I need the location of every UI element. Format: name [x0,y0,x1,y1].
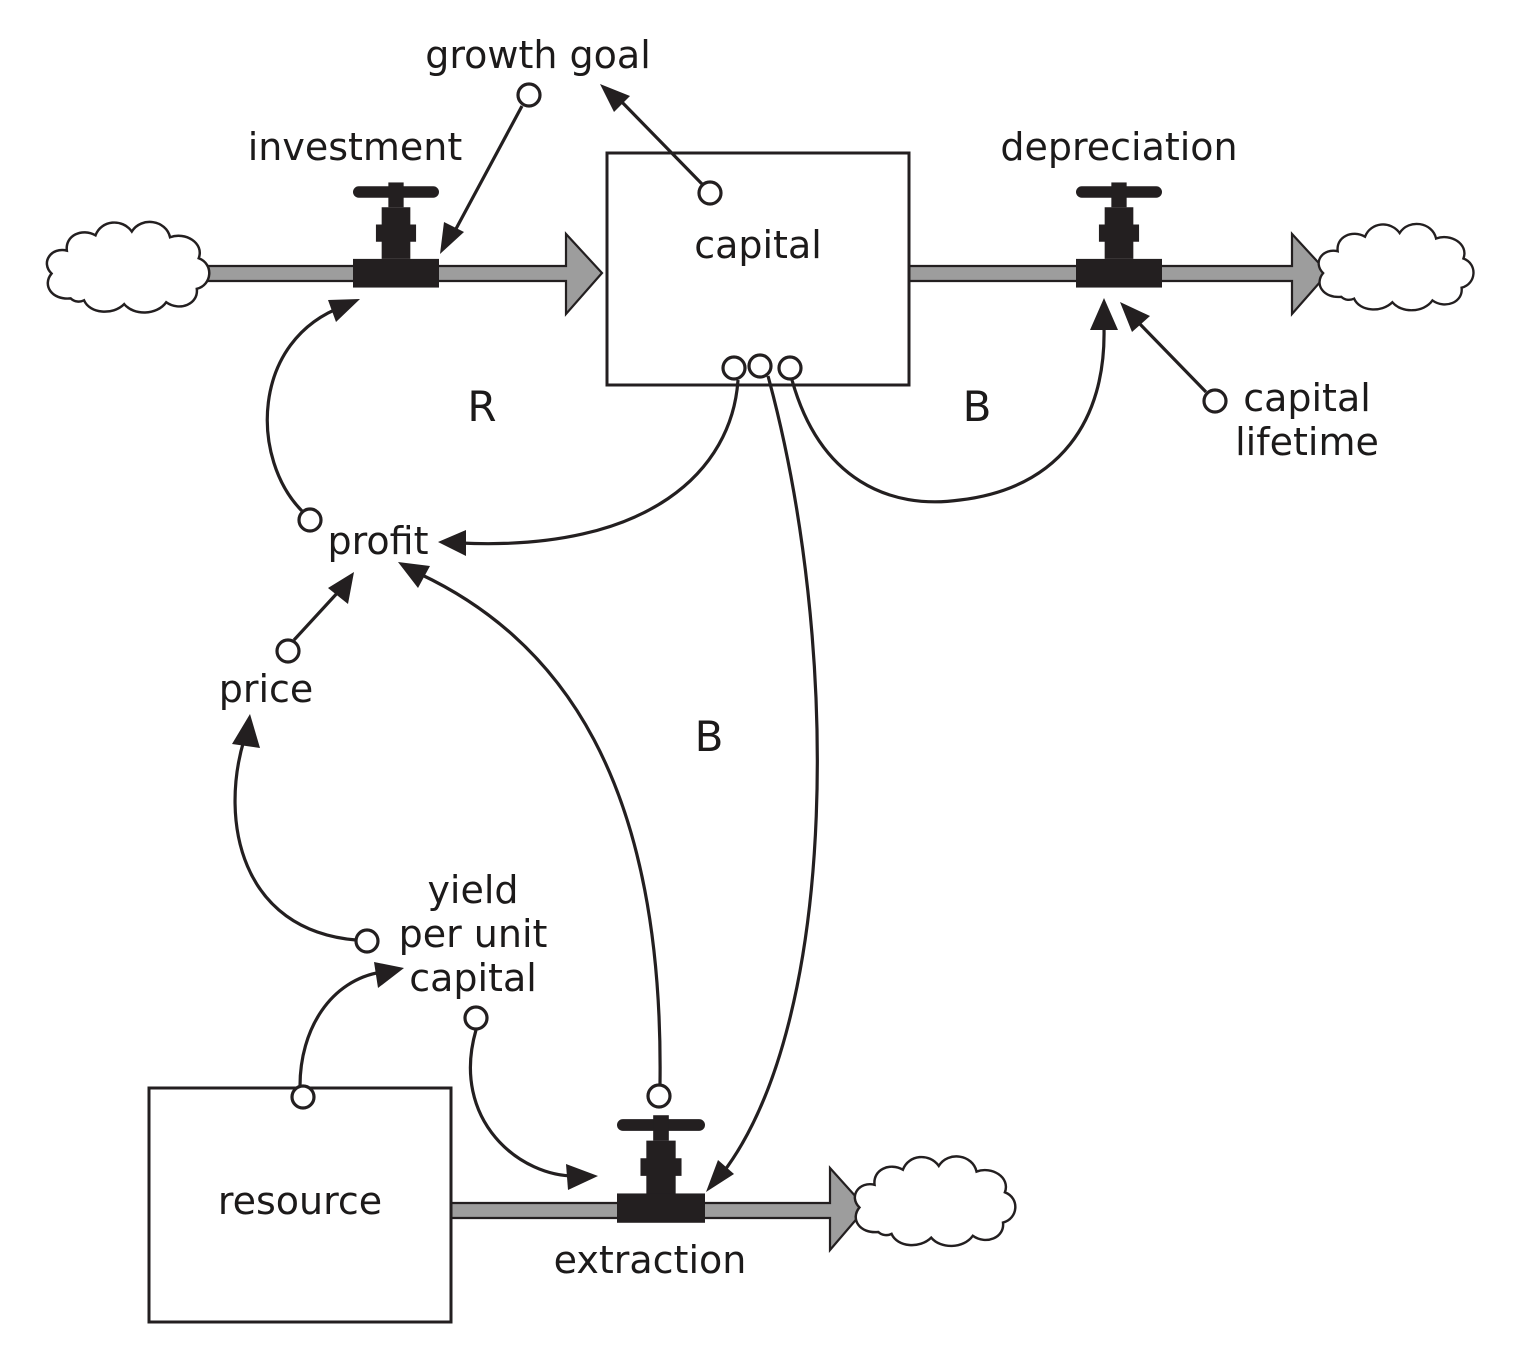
resource-stock[interactable]: resource [147,1086,453,1324]
investment-label: investment [248,125,463,169]
depreciation-label: depreciation [1000,125,1237,169]
link-capital-growth-goal [614,94,704,186]
balancing-loop-marker: B [963,382,992,431]
connector-node [516,82,542,108]
connector-node [275,638,301,664]
valve-icon[interactable] [353,182,439,288]
profit-label: profit [328,519,429,563]
cloud-icon [1317,222,1475,312]
valve-icon[interactable] [1076,182,1162,288]
link-lifetime-depreciation [1134,318,1208,394]
capital-stock[interactable]: capital [605,151,911,387]
link-growth-goal-investment [448,105,524,241]
connector-node [697,180,723,206]
capital-lifetime-label-line2: lifetime [1235,420,1379,464]
link-extraction-profit [419,572,662,1085]
resource-stock-label: resource [218,1179,382,1223]
connector-node [646,1083,672,1109]
connector-node [721,355,747,381]
balancing-loop-marker: B [695,712,724,761]
yield-label-line1: yield [427,868,518,912]
connector-node [747,353,773,379]
connector-node [290,1084,316,1110]
connector-node [354,928,380,954]
yield-label-line2: per unit [399,912,548,956]
cloud-icon [45,220,211,314]
link-resource-yield [298,970,383,1087]
growth-goal-label: growth goal [425,33,651,77]
yield-label-line3: capital [409,956,537,1000]
connector-node [297,507,323,533]
connector-node [777,355,803,381]
link-profit-investment [265,304,345,514]
reinforcing-loop-marker: R [467,382,496,431]
valve-icon[interactable] [617,1115,705,1223]
connector-node [1202,388,1228,414]
cloud-icon [853,1155,1017,1248]
extraction-label: extraction [554,1238,747,1282]
link-capital-depreciation [790,327,1106,504]
link-capital-extraction [720,375,819,1175]
link-price-profit [292,588,342,642]
capital-stock-label: capital [694,223,822,267]
connector-node [463,1005,489,1031]
link-capital-profit [459,379,740,546]
link-yield-price [233,739,357,942]
link-yield-extraction [468,1029,579,1178]
price-label: price [219,667,314,711]
capital-lifetime-label-line1: capital [1243,376,1371,420]
